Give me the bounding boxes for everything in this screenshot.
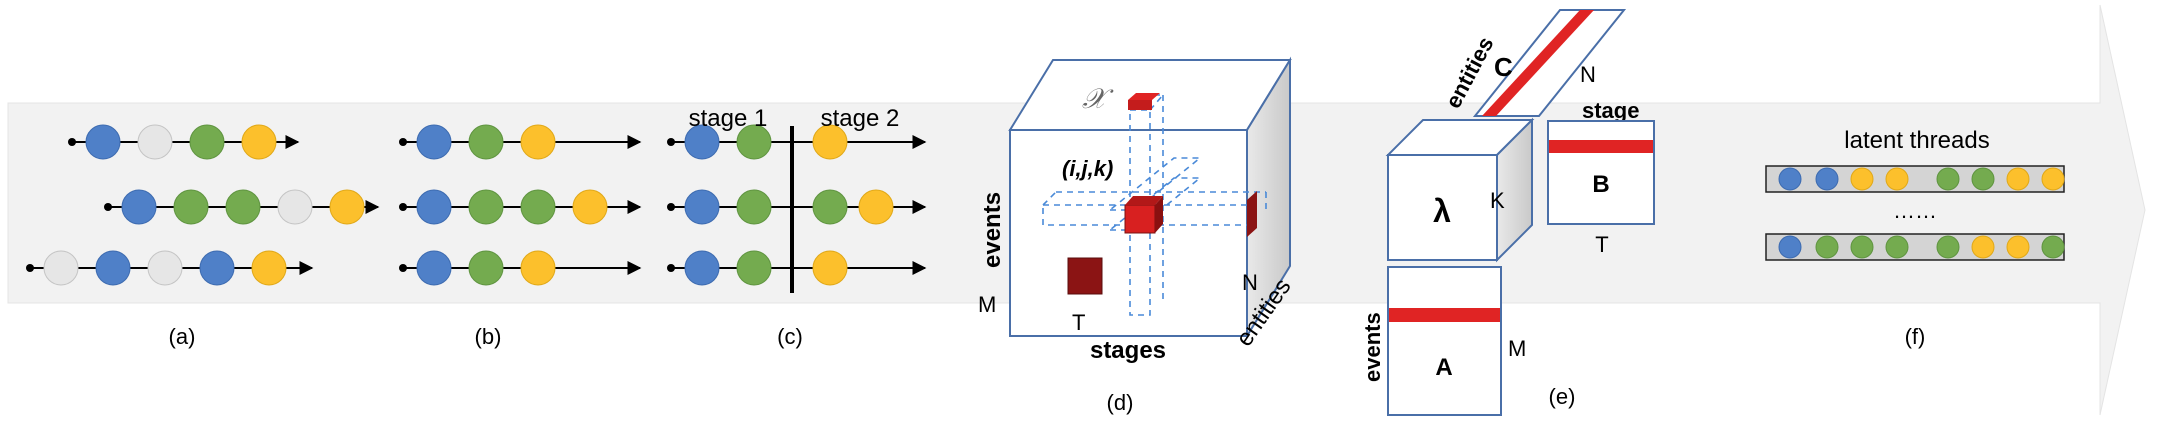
lambda-symbol: λ (1433, 193, 1451, 229)
panel-a-row-2-event-green (173, 189, 209, 225)
tensor-cube: 𝒳 (i,j,k) events stages entities M T N (… (978, 56, 1297, 415)
panel-b-row-1-event-blue (416, 124, 452, 160)
thread-2-event-yellow (1971, 235, 1995, 259)
panel-label-b: (b) (475, 324, 502, 349)
red-cube-center (1124, 196, 1163, 234)
panel-label-c: (c) (777, 324, 803, 349)
panel-b-row-2-event-yellow (572, 189, 608, 225)
panel-b-row-2-event-green (520, 189, 556, 225)
panel-c-event-blue (684, 124, 720, 160)
panel-c-event-green (736, 124, 772, 160)
panel-c-event-blue (684, 189, 720, 225)
thread-2-event-green (1850, 235, 1874, 259)
panel-c-event-green (736, 250, 772, 286)
thread-1-event-yellow (2041, 167, 2065, 191)
red-slab-right (1247, 191, 1257, 237)
panel-b-row-1-event-yellow (520, 124, 556, 160)
axis-events: events (979, 192, 1006, 268)
panel-a-row-3-event-gray (147, 250, 183, 286)
factor-C-dim-N: N (1580, 62, 1596, 87)
panel-b-row-3-event-blue (416, 250, 452, 286)
axis-stages: stages (1090, 337, 1166, 364)
factor-B-dim-T: T (1595, 232, 1608, 257)
panel-c-event-yellow (858, 189, 894, 225)
panel-a-row-1-event-green (189, 124, 225, 160)
panel-label-d: (d) (1107, 390, 1134, 415)
panel-b-row-1-event-green (468, 124, 504, 160)
thread-dots (1778, 167, 2065, 259)
factor-B-axis: stage (1582, 98, 1639, 123)
thread-1-event-green (1936, 167, 1960, 191)
panel-a-row-1-event-gray (137, 124, 173, 160)
panel-b-row-3-event-green (468, 250, 504, 286)
panel-label-e: (e) (1549, 384, 1576, 409)
core-lambda: λ K (1385, 117, 1535, 263)
latent-threads-title: latent threads (1844, 127, 1989, 154)
thread-1-event-green (1971, 167, 1995, 191)
panel-a-row-2-event-yellow (329, 189, 365, 225)
ellipsis: …… (1893, 198, 1937, 223)
thread-2-event-green (2041, 235, 2065, 259)
thread-1-event-yellow (1850, 167, 1874, 191)
stage-1-label: stage 1 (689, 105, 768, 132)
factor-A-label: A (1435, 354, 1452, 381)
lambda-dim-K: K (1490, 188, 1505, 213)
panel-c-event-green (812, 189, 848, 225)
panel-a-row-3-event-yellow (251, 250, 287, 286)
red-cube-top (1128, 93, 1160, 110)
panel-a-row-2-event-blue (121, 189, 157, 225)
stage-2-label: stage 2 (821, 105, 900, 132)
panel-a-row-3-event-blue (95, 250, 131, 286)
panel-a-row-1-event-blue (85, 124, 121, 160)
latent-threads: latent threads …… (f) (1765, 127, 2065, 349)
panel-b-row-2-event-blue (416, 189, 452, 225)
dim-T: T (1072, 310, 1085, 335)
thread-1-event-yellow (1885, 167, 1909, 191)
factor-A: A M events (1360, 266, 1526, 416)
factor-C-label: C (1494, 52, 1513, 82)
panel-c-event-blue (684, 250, 720, 286)
sequences-panel-c (667, 124, 927, 286)
panel-a-row-3-event-blue (199, 250, 235, 286)
index-label: (i,j,k) (1062, 156, 1113, 181)
panel-a-row-2-event-green (225, 189, 261, 225)
panel-c-event-green (736, 189, 772, 225)
panel-label-f: (f) (1905, 324, 1926, 349)
thread-2-event-green (1815, 235, 1839, 259)
thread-1-event-yellow (2006, 167, 2030, 191)
thread-1-event-blue (1778, 167, 1802, 191)
factor-matrices: C N entities stage B T λ K A M events (1360, 9, 1655, 416)
sequences-panel-a (26, 124, 380, 286)
dim-N: N (1242, 270, 1258, 295)
panel-a-row-1-event-yellow (241, 124, 277, 160)
factor-A-axis: events (1360, 312, 1385, 382)
factor-A-dim-M: M (1508, 336, 1526, 361)
thread-2-event-blue (1778, 235, 1802, 259)
thread-2-event-green (1885, 235, 1909, 259)
panel-c-event-yellow (812, 250, 848, 286)
sequences-panel-b (399, 124, 642, 286)
red-block-left (1067, 257, 1103, 295)
panel-a-row-2-event-gray (277, 189, 313, 225)
thread-2-event-green (1936, 235, 1960, 259)
thread-2-event-yellow (2006, 235, 2030, 259)
thread-1-event-blue (1815, 167, 1839, 191)
panel-label-a: (a) (169, 324, 196, 349)
panel-a-row-3-event-gray (43, 250, 79, 286)
factor-B-label: B (1592, 171, 1609, 198)
factor-B: B (1547, 120, 1655, 225)
panel-b-row-3-event-yellow (520, 250, 556, 286)
panel-b-row-2-event-green (468, 189, 504, 225)
dim-M: M (978, 292, 996, 317)
panel-c-event-yellow (812, 124, 848, 160)
